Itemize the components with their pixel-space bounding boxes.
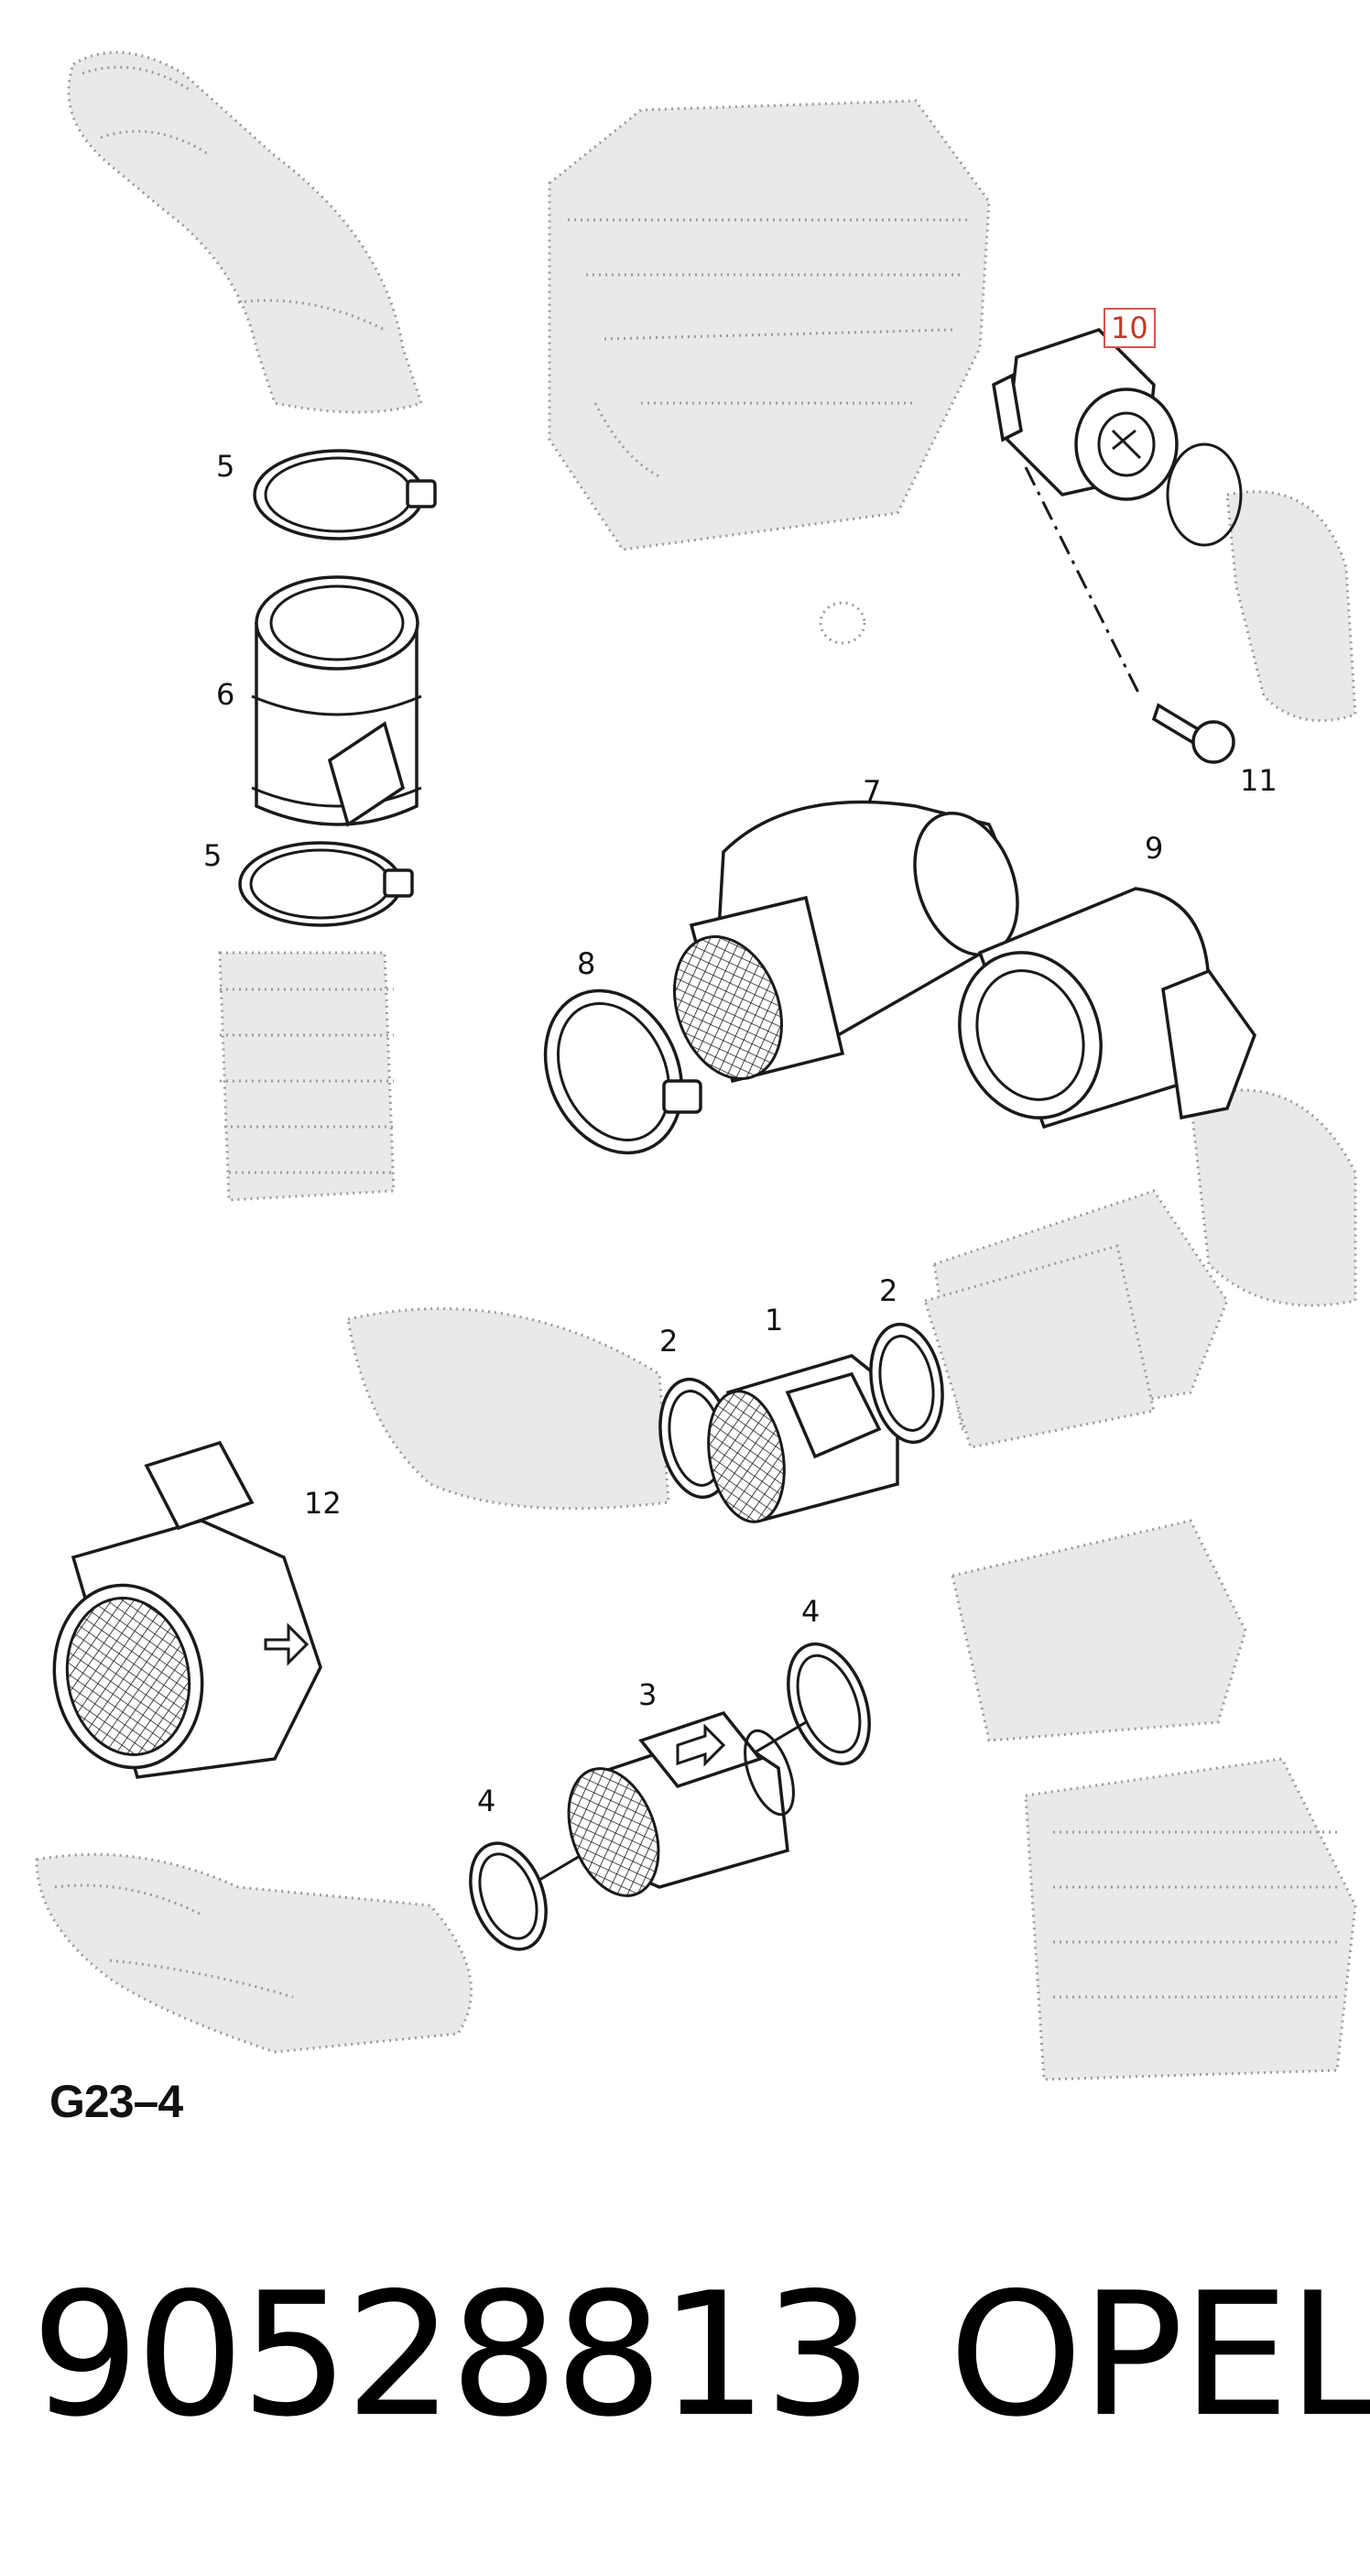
- callout-3: 3: [638, 1677, 658, 1712]
- part-number: 90528813: [31, 2255, 873, 2454]
- ghost-bellows-left: [218, 951, 396, 1202]
- callout-8: 8: [577, 946, 596, 981]
- part-9-sensor: [958, 887, 1256, 1130]
- callout-4-upper: 4: [801, 1594, 821, 1629]
- ghost-air-filter-box: [548, 99, 991, 645]
- part-5-clamp-lower: [238, 841, 414, 927]
- part-10-sensor: [992, 327, 1243, 547]
- callout-11: 11: [1240, 763, 1278, 798]
- part-1-air-mass-meter: [707, 1354, 899, 1523]
- part-2-clamp-right: [869, 1322, 944, 1445]
- parts-diagram: [35, 50, 1357, 2081]
- callout-5-lower: 5: [203, 838, 223, 873]
- part-8-clamp: [543, 988, 702, 1155]
- part-12-flanged-meter: [52, 1440, 322, 1779]
- part-4-clamp-lower: [469, 1841, 548, 1951]
- leader-line-10-11: [1024, 466, 1142, 697]
- callout-12: 12: [304, 1486, 342, 1521]
- callout-9: 9: [1145, 831, 1164, 866]
- brand-name: OPEL: [949, 2255, 1370, 2454]
- ghost-middle-hose: [346, 1244, 1156, 1511]
- callout-10-highlighted[interactable]: 10: [1104, 308, 1156, 348]
- callout-5-upper: 5: [216, 449, 235, 484]
- part-3-air-mass-meter: [567, 1710, 795, 1897]
- callout-1: 1: [765, 1303, 784, 1337]
- diagram-code: G23–4: [49, 2076, 183, 2127]
- part-11-screw: [1151, 703, 1235, 764]
- part-4-clamp-upper: [787, 1642, 871, 1766]
- callout-2-left: 2: [659, 1324, 679, 1359]
- callout-6: 6: [216, 677, 235, 712]
- ghost-intake-hose-top: [67, 50, 423, 414]
- callout-7: 7: [863, 774, 882, 809]
- callout-4-lower: 4: [477, 1784, 496, 1818]
- part-6-air-mass-meter: [251, 575, 422, 827]
- ghost-bottom-hose: [35, 1852, 473, 2054]
- part-5-clamp-upper: [253, 449, 437, 540]
- callout-2-right: 2: [879, 1273, 898, 1308]
- part-7-housing: [673, 800, 1019, 1084]
